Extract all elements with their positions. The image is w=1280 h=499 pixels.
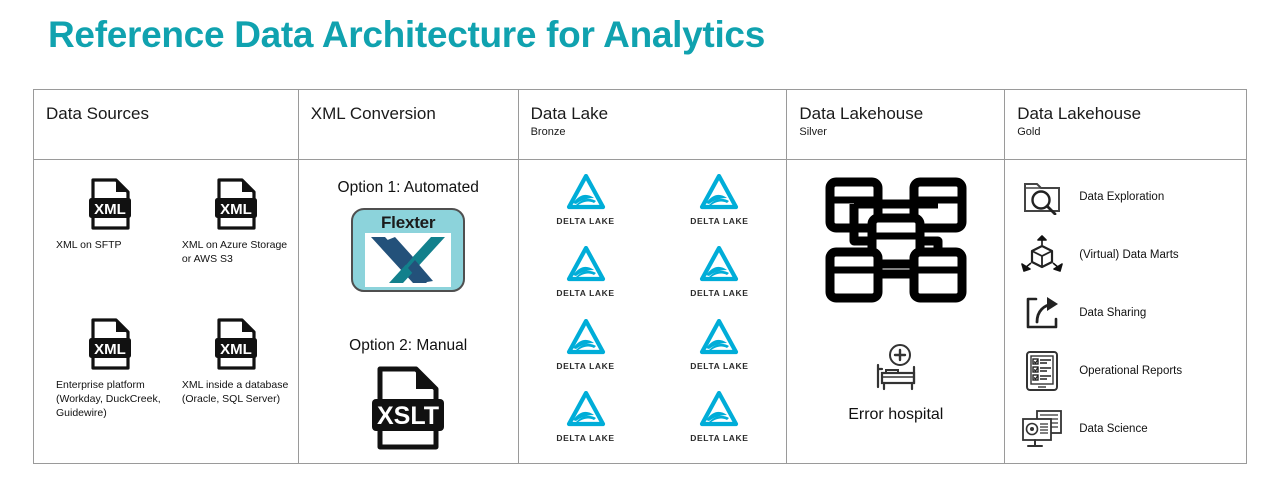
svg-text:XML: XML <box>94 201 126 218</box>
svg-text:XSLT: XSLT <box>377 402 439 430</box>
delta-lake-label: DELTA LAKE <box>690 432 749 443</box>
xml-file-icon: XML <box>214 178 258 230</box>
column-title: Data Lake <box>530 104 609 123</box>
gold-item-label: Data Sharing <box>1079 307 1147 319</box>
source-label: Enterprise platform (Workday, DuckCreek,… <box>56 379 161 419</box>
gold-item-label: Operational Reports <box>1079 365 1183 377</box>
cube-arrows-icon <box>1019 235 1065 275</box>
column-header-data-sources: Data Sources <box>34 90 298 160</box>
column-body-gold: Data Exploration (Virtual) Data Marts <box>1005 160 1246 463</box>
delta-lake-icon <box>699 390 739 432</box>
delta-lake-label: DELTA LAKE <box>556 288 615 299</box>
architecture-matrix: Data Sources XML XML on SFTP <box>33 89 1247 464</box>
column-header-data-lake: Data Lake Bronze <box>518 90 787 160</box>
xml-file-icon: XML <box>88 178 132 230</box>
delta-lake-icon <box>699 318 739 360</box>
gold-item-virtual-data-marts: (Virtual) Data Marts <box>1019 232 1246 278</box>
delta-lake-logo: DELTA LAKE <box>549 246 623 298</box>
column-data-lakehouse-silver: Data Lakehouse Silver <box>787 90 1006 463</box>
delta-lake-logo: DELTA LAKE <box>549 173 623 226</box>
column-body-data-lake: DELTA LAKE DELTA LAKE <box>519 160 787 463</box>
column-xml-conversion: XML Conversion Option 1: Automated Flext… <box>298 90 519 463</box>
column-subtitle: Gold <box>1017 126 1041 138</box>
delta-lake-logo: DELTA LAKE <box>682 246 756 298</box>
xml-file-icon: XML <box>88 318 132 370</box>
hospital-bed-icon <box>870 343 922 396</box>
gold-item-data-sharing: Data Sharing <box>1019 290 1246 336</box>
delta-lake-label: DELTA LAKE <box>556 216 615 226</box>
column-subtitle: Bronze <box>530 126 566 138</box>
delta-lake-logo: DELTA LAKE <box>682 173 756 226</box>
tablet-checklist-icon <box>1019 350 1065 392</box>
delta-lake-icon <box>699 173 739 215</box>
gold-item-label: (Virtual) Data Marts <box>1079 249 1179 261</box>
column-body-xml-conversion: Option 1: Automated Flexter Option 2: Ma… <box>299 160 518 463</box>
gold-item-operational-reports: Operational Reports <box>1019 348 1246 394</box>
svg-text:XML: XML <box>220 201 252 218</box>
delta-lake-icon <box>566 318 606 360</box>
xslt-file-icon: XSLT <box>370 365 446 456</box>
option-1-label: Option 1: Automated <box>337 179 479 196</box>
delta-lake-label: DELTA LAKE <box>690 216 749 226</box>
delta-lake-label: DELTA LAKE <box>690 288 749 299</box>
folder-search-icon <box>1019 179 1065 215</box>
svg-text:XML: XML <box>220 341 252 358</box>
gold-item-data-exploration: Data Exploration <box>1019 174 1246 220</box>
source-item-xml-cloud: XML XML on Azure Storage or AWS S3 <box>166 178 292 318</box>
svg-text:XML: XML <box>94 341 126 358</box>
delta-lake-label: DELTA LAKE <box>556 360 615 371</box>
column-subtitle: Silver <box>799 126 827 138</box>
flexter-wordmark: Flexter <box>381 213 436 232</box>
delta-lake-icon <box>566 246 606 287</box>
source-item-xml-sftp: XML XML on SFTP <box>40 178 166 318</box>
gold-item-label: Data Exploration <box>1079 191 1165 203</box>
share-arrow-icon <box>1019 294 1065 332</box>
column-title: Data Lakehouse <box>1017 104 1142 123</box>
column-header-xml-conversion: XML Conversion <box>298 90 518 160</box>
source-label: XML on SFTP <box>56 239 122 251</box>
column-header-gold: Data Lakehouse Gold <box>1005 90 1246 160</box>
source-item-xml-in-database: XML XML inside a database (Oracle, SQL S… <box>166 318 292 463</box>
source-item-enterprise-platform: XML Enterprise platform (Workday, DuckCr… <box>40 318 166 463</box>
column-data-lake: Data Lake Bronze DELTA LAKE <box>518 90 788 463</box>
delta-lake-icon <box>566 390 606 432</box>
delta-lake-logo: DELTA LAKE <box>682 390 756 443</box>
column-title: XML Conversion <box>310 104 436 123</box>
monitor-server-icon <box>1019 409 1065 449</box>
delta-lake-icon <box>699 246 739 287</box>
flexter-x-mark <box>365 233 452 287</box>
delta-lake-label: DELTA LAKE <box>690 360 749 371</box>
delta-lake-label: DELTA LAKE <box>556 432 615 443</box>
column-body-silver: Error hospital <box>787 160 1004 463</box>
gold-item-label: Data Science <box>1079 423 1148 435</box>
delta-lake-logo: DELTA LAKE <box>549 318 623 371</box>
column-header-silver: Data Lakehouse Silver <box>787 90 1005 160</box>
option-2-label: Option 2: Manual <box>349 337 468 354</box>
flexter-logo: Flexter <box>351 208 466 292</box>
delta-lake-logo: DELTA LAKE <box>549 390 623 443</box>
column-title: Data Sources <box>46 104 149 123</box>
column-data-sources: Data Sources XML XML on SFTP <box>34 90 299 463</box>
xml-file-icon: XML <box>214 318 258 370</box>
delta-lake-logo: DELTA LAKE <box>682 318 756 371</box>
column-title: Data Lakehouse <box>799 104 924 123</box>
error-hospital-label: Error hospital <box>848 406 944 423</box>
gold-item-data-science: Data Science <box>1019 406 1246 452</box>
page-title: Reference Data Architecture for Analytic… <box>48 14 765 55</box>
source-label: XML on Azure Storage or AWS S3 <box>181 239 288 265</box>
data-model-network-icon <box>820 174 972 313</box>
column-data-lakehouse-gold: Data Lakehouse Gold Data Exploration <box>1005 90 1246 463</box>
delta-lake-icon <box>566 173 606 215</box>
column-body-data-sources: XML XML on SFTP XML XML on Azu <box>34 160 298 463</box>
delta-lake-grid: DELTA LAKE DELTA LAKE <box>519 160 787 463</box>
source-label: XML inside a database (Oracle, SQL Serve… <box>181 379 289 405</box>
